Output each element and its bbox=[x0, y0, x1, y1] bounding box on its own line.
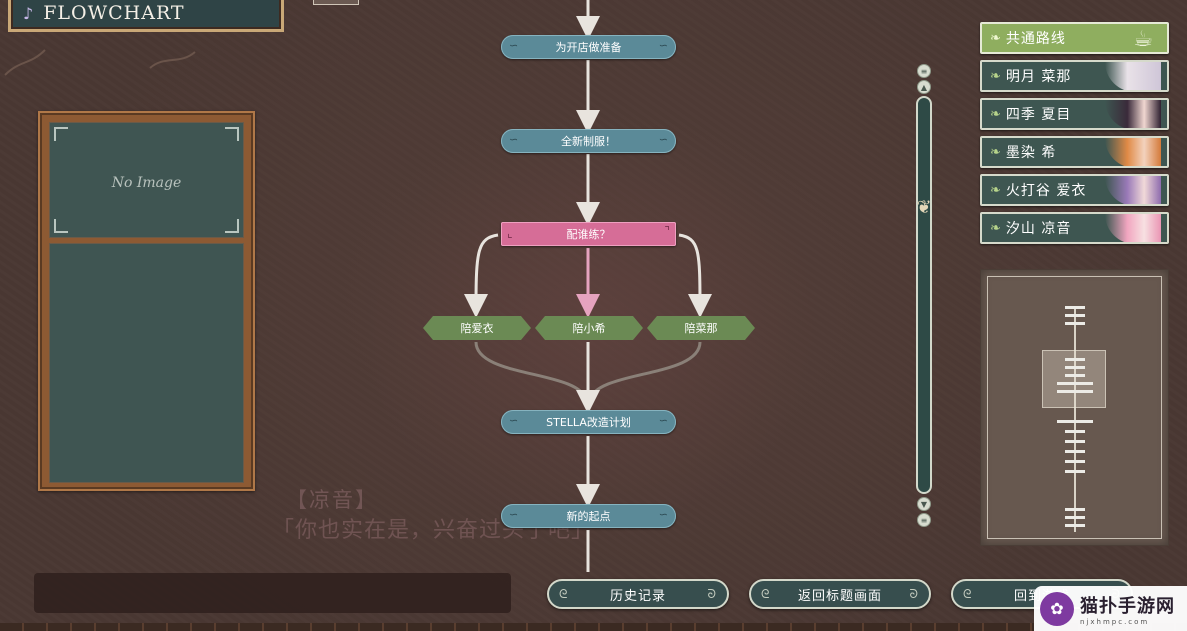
scroll-bottom-button[interactable]: ≡ bbox=[917, 513, 931, 527]
route-label: 明月 菜那 bbox=[1005, 69, 1072, 85]
character-portrait bbox=[1105, 214, 1161, 242]
leaf-icon: ❧ bbox=[990, 182, 1001, 198]
flowchart-minimap[interactable] bbox=[980, 269, 1169, 546]
leaf-ornament-icon bbox=[4, 49, 196, 76]
minimap-node bbox=[1065, 508, 1085, 511]
page-title: FLOWCHART bbox=[43, 2, 185, 24]
corner-ornament-icon bbox=[225, 219, 239, 233]
route-label: 火打谷 爱衣 bbox=[1005, 183, 1087, 199]
node-label: 为开店做准备 bbox=[555, 41, 622, 54]
minimap-node bbox=[1065, 470, 1085, 473]
minimap-node bbox=[1065, 358, 1085, 361]
return-title-button[interactable]: ᘓ 返回标题画面 ᘐ bbox=[749, 579, 931, 609]
node-prepare-shop[interactable]: 为开店做准备 bbox=[501, 35, 676, 59]
scroll-down-button[interactable]: ▼ bbox=[917, 497, 931, 511]
minimap-spine bbox=[1074, 306, 1076, 532]
swirl-ornament-icon: ᘐ bbox=[909, 587, 919, 601]
scroll-top-button[interactable]: ≡ bbox=[917, 64, 931, 78]
floor-border bbox=[0, 623, 1187, 631]
chevron-up-icon: ▲ bbox=[920, 82, 928, 92]
node-label: 陪小希 bbox=[572, 322, 606, 335]
node-new-uniform[interactable]: 全新制服！ bbox=[501, 129, 676, 153]
site-watermark: ✿ 猫扑手游网 njxhmpc.com bbox=[1034, 586, 1187, 631]
leaf-icon: ❧ bbox=[990, 68, 1001, 84]
node-option-with-xiaoxi[interactable]: 陪小希 bbox=[535, 316, 643, 340]
route-label: 四季 夏目 bbox=[1005, 107, 1072, 123]
minimap-node bbox=[1057, 420, 1093, 423]
no-image-label: No Image bbox=[111, 175, 182, 191]
swirl-ornament-icon: ᘓ bbox=[761, 587, 771, 601]
watermark-name: 猫扑手游网 bbox=[1080, 595, 1175, 617]
corner-ornament-icon bbox=[54, 127, 68, 141]
route-button-caina[interactable]: ❧ 明月 菜那 bbox=[980, 60, 1169, 92]
route-button-common[interactable]: ❧ 共通路线 ☕ bbox=[980, 22, 1169, 54]
swirl-ornament-icon: ᘓ bbox=[963, 587, 973, 601]
minimap-node bbox=[1065, 306, 1085, 309]
background-speaker-name: 【凉音】 bbox=[286, 488, 378, 512]
route-label: 墨染 希 bbox=[1005, 145, 1057, 161]
corner-ornament-icon bbox=[225, 127, 239, 141]
node-option-with-caina[interactable]: 陪菜那 bbox=[647, 316, 755, 340]
watermark-url: njxhmpc.com bbox=[1080, 617, 1150, 626]
scroll-up-button[interactable]: ▲ bbox=[917, 80, 931, 94]
route-button-natsume[interactable]: ❧ 四季 夏目 bbox=[980, 98, 1169, 130]
route-button-nozomi[interactable]: ❧ 墨染 希 bbox=[980, 136, 1169, 168]
node-stella-plan[interactable]: STELLA改造计划 bbox=[501, 410, 676, 434]
character-portrait bbox=[1105, 176, 1161, 204]
swirl-ornament-icon: ᘐ bbox=[707, 587, 717, 601]
dialogue-textbox bbox=[34, 573, 511, 613]
image-preview-frame: No Image bbox=[38, 111, 255, 491]
leaf-icon: ❧ bbox=[990, 220, 1001, 236]
minimap-node bbox=[1065, 322, 1085, 325]
route-label: 共通路线 bbox=[1005, 31, 1066, 47]
route-label: 汐山 凉音 bbox=[1005, 221, 1072, 237]
minimap-node bbox=[1065, 460, 1085, 463]
route-button-aii[interactable]: ❧ 火打谷 爱衣 bbox=[980, 174, 1169, 206]
character-portrait bbox=[1105, 62, 1161, 90]
character-portrait bbox=[1105, 138, 1161, 166]
node-new-start[interactable]: 新的起点 bbox=[501, 504, 676, 528]
button-label: 历史记录 bbox=[609, 588, 666, 604]
scene-image-placeholder: No Image bbox=[49, 122, 244, 238]
flowchart-title-plate: ♪ FLOWCHART bbox=[8, 0, 284, 32]
node-label: 全新制服！ bbox=[561, 135, 616, 148]
route-button-suzune[interactable]: ❧ 汐山 凉音 bbox=[980, 212, 1169, 244]
scrollbar-track[interactable] bbox=[916, 96, 932, 494]
minimap-node bbox=[1065, 430, 1085, 433]
button-label: 返回标题画面 bbox=[797, 588, 882, 604]
node-choice-who-to-practice[interactable]: 配谁练？ bbox=[501, 222, 676, 246]
history-button[interactable]: ᘓ 历史记录 ᘐ bbox=[547, 579, 729, 609]
teacup-icon: ☕ bbox=[1133, 27, 1153, 52]
minimap-node bbox=[1065, 450, 1085, 453]
minimap-node bbox=[1057, 382, 1093, 385]
minimap-node bbox=[1065, 374, 1085, 377]
music-note-icon: ♪ bbox=[23, 3, 34, 23]
node-label: 配谁练？ bbox=[566, 228, 611, 241]
minimap-frame bbox=[987, 276, 1162, 539]
minimap-node bbox=[1065, 314, 1085, 317]
minimap-node bbox=[1057, 390, 1093, 393]
scene-description-panel bbox=[49, 243, 244, 483]
character-portrait bbox=[1105, 100, 1161, 128]
corner-ornament-icon bbox=[54, 219, 68, 233]
leaf-icon: ❧ bbox=[990, 144, 1001, 160]
top-tab-indicator bbox=[313, 0, 359, 5]
node-label: 陪爱衣 bbox=[460, 322, 494, 335]
minimap-node bbox=[1065, 524, 1085, 527]
butterfly-icon[interactable]: ❦ bbox=[916, 196, 932, 218]
minimap-node bbox=[1065, 440, 1085, 443]
chevron-down-icon: ▼ bbox=[920, 499, 928, 509]
minimap-node bbox=[1065, 516, 1085, 519]
node-label: 新的起点 bbox=[566, 510, 611, 523]
node-label: 陪菜那 bbox=[684, 322, 718, 335]
swirl-ornament-icon: ᘓ bbox=[559, 587, 569, 601]
node-label: STELLA改造计划 bbox=[546, 416, 631, 429]
minimap-node bbox=[1065, 366, 1085, 369]
leaf-icon: ❧ bbox=[990, 30, 1001, 46]
leaf-icon: ❧ bbox=[990, 106, 1001, 122]
node-option-with-aii[interactable]: 陪爱衣 bbox=[423, 316, 531, 340]
site-logo-icon: ✿ bbox=[1040, 591, 1074, 626]
